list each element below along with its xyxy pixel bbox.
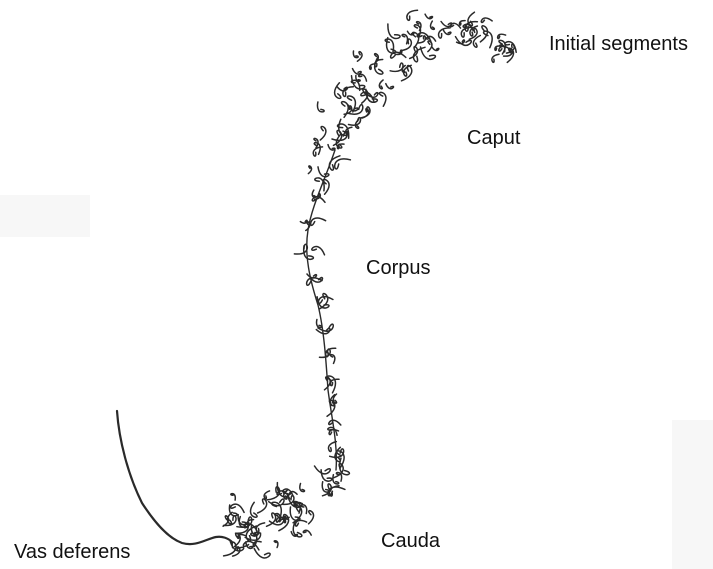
label-caput: Caput xyxy=(467,128,520,148)
epididymis-coils xyxy=(223,10,516,558)
label-initial-segments: Initial segments xyxy=(549,34,688,54)
label-cauda: Cauda xyxy=(381,531,440,551)
label-vas-deferens: Vas deferens xyxy=(14,542,130,562)
label-corpus: Corpus xyxy=(366,258,430,278)
vas-deferens-tube xyxy=(117,411,232,544)
